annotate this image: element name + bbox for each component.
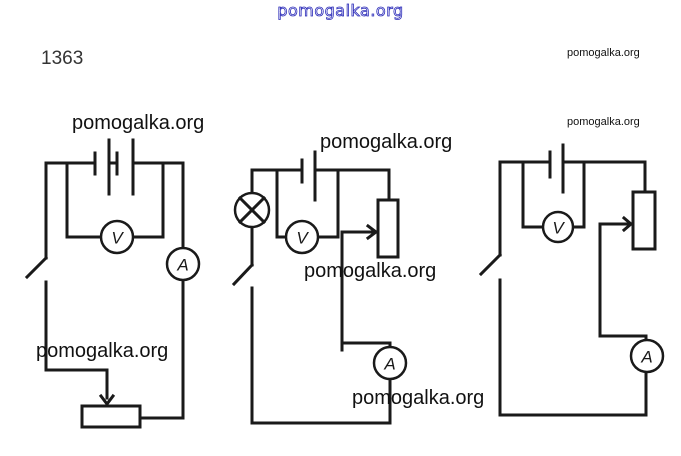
battery-icon <box>300 150 317 202</box>
watermark-circuit-2-bottom: pomogalka.org <box>352 387 485 409</box>
watermark-top-right: pomogalka.org <box>567 47 640 59</box>
circuit-1: V A <box>24 138 201 429</box>
wire <box>131 161 165 239</box>
wire <box>521 160 545 229</box>
switch-icon <box>24 255 49 280</box>
rheostat-icon <box>365 198 400 259</box>
wire <box>598 222 632 338</box>
battery-icon <box>548 143 565 194</box>
wire <box>44 161 97 260</box>
wire <box>313 168 391 202</box>
watermark-circuit-2-top: pomogalka.org <box>320 131 453 153</box>
watermark-circuit-1-top: pomogalka.org <box>72 112 205 134</box>
switch-icon <box>478 252 503 277</box>
switch-icon <box>231 262 255 287</box>
wire <box>498 278 648 417</box>
circuit-3-wires <box>498 160 648 417</box>
watermark-circuit-2-middle: pomogalka.org <box>304 260 437 282</box>
voltmeter-icon: V <box>541 210 575 244</box>
wire <box>561 160 647 194</box>
voltmeter-icon: V <box>284 219 320 255</box>
ammeter-label: A <box>383 355 395 374</box>
ammeter-icon: A <box>372 345 408 381</box>
ammeter-label: A <box>640 348 652 367</box>
wire <box>598 334 648 342</box>
rheostat-icon <box>80 393 142 429</box>
voltmeter-icon: V <box>99 219 135 255</box>
voltmeter-label: V <box>552 219 565 238</box>
watermark-circuit-1-bottom: pomogalka.org <box>36 340 169 362</box>
wire <box>275 168 288 239</box>
voltmeter-label: V <box>296 229 309 248</box>
wire <box>138 278 185 420</box>
wire <box>316 168 340 239</box>
circuit-3: V A <box>478 143 665 417</box>
problem-number: 1363 <box>41 48 84 69</box>
wire <box>44 280 109 400</box>
rheostat-icon <box>621 190 657 251</box>
ammeter-label: A <box>176 256 188 275</box>
ammeter-icon: A <box>629 338 665 374</box>
watermark-right-small: pomogalka.org <box>567 116 640 128</box>
circuit-2: V A <box>231 150 408 425</box>
battery-icon <box>93 138 135 196</box>
ammeter-icon: A <box>165 246 201 282</box>
wire <box>340 230 377 352</box>
circuit-1-wires <box>44 161 185 420</box>
lamp-icon <box>233 191 271 229</box>
wire <box>250 286 392 425</box>
wire <box>250 168 304 195</box>
wire <box>498 160 552 257</box>
header-watermark: pomogalka.org <box>277 1 404 21</box>
voltmeter-label: V <box>111 229 124 248</box>
circuit-2-wires <box>250 168 392 425</box>
wire <box>65 161 103 239</box>
wire <box>131 161 185 250</box>
wire <box>571 160 586 229</box>
